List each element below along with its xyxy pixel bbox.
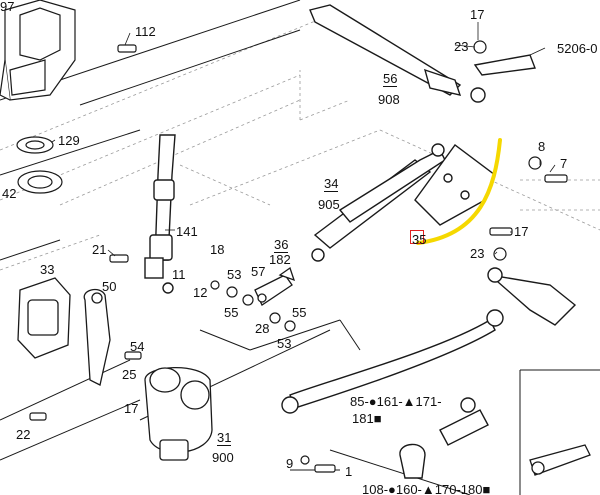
label-108-160-170-180: 108-●160-▲170-180■ xyxy=(362,482,491,495)
label-908: 908 xyxy=(378,92,400,107)
lever-parts xyxy=(254,266,296,306)
label-112: 112 xyxy=(135,24,156,39)
label-1: 1 xyxy=(345,464,353,479)
label-25: 25 xyxy=(122,367,137,382)
label-54: 54 xyxy=(130,339,145,354)
label-17b: 17 xyxy=(470,7,485,22)
label-33: 33 xyxy=(40,262,55,277)
label-55a: 55 xyxy=(224,305,239,320)
label-21: 21 xyxy=(92,242,107,257)
label-97: 97 xyxy=(0,0,15,14)
highlight-box xyxy=(410,230,424,244)
label-7: 7 xyxy=(560,156,568,171)
label-31: 31 xyxy=(217,430,232,446)
label-53a: 53 xyxy=(227,267,242,282)
fan-housing xyxy=(0,0,76,101)
bolts xyxy=(29,40,568,473)
label-900: 900 xyxy=(212,450,234,465)
label-905: 905 xyxy=(318,197,340,212)
label-182: 182 xyxy=(269,252,291,267)
label-181: 181■ xyxy=(352,411,382,426)
label-42: 42 xyxy=(2,186,17,201)
label-8: 8 xyxy=(538,139,546,154)
label-35: 35 xyxy=(412,232,427,247)
label-56: 56 xyxy=(383,71,398,87)
washers xyxy=(210,280,296,332)
label-9: 9 xyxy=(286,456,294,471)
label-53b: 53 xyxy=(277,336,292,351)
gearbox-bracket xyxy=(17,277,111,386)
label-129: 129 xyxy=(58,133,80,148)
label-141: 141 xyxy=(176,224,198,239)
label-22: 22 xyxy=(16,427,31,442)
steering-column xyxy=(144,134,176,294)
highlight-curve xyxy=(416,138,502,245)
drag-link-top xyxy=(309,4,536,103)
label-85-161-171: 85-●161-▲171- xyxy=(350,394,442,409)
label-23b: 23 xyxy=(470,246,485,261)
label-11: 11 xyxy=(172,267,186,282)
label-5206: 5206-0 xyxy=(557,41,598,56)
label-50: 50 xyxy=(102,279,117,294)
label-36: 36 xyxy=(274,237,289,253)
label-28: 28 xyxy=(255,321,270,336)
label-57: 57 xyxy=(251,264,266,279)
tie-rod-end-right xyxy=(529,444,591,476)
steering-gearbox xyxy=(144,366,213,461)
label-12: 12 xyxy=(193,285,208,300)
damper-bracket xyxy=(414,144,496,226)
label-34: 34 xyxy=(324,176,339,192)
leader-lines xyxy=(51,22,556,257)
label-17c: 17 xyxy=(514,224,529,239)
label-23a: 23 xyxy=(454,39,469,54)
tie-rod xyxy=(281,267,577,479)
label-18: 18 xyxy=(210,242,225,257)
label-17a: 17 xyxy=(124,401,139,416)
bracket-parts xyxy=(16,136,63,194)
steering-damper xyxy=(311,143,446,262)
label-55b: 55 xyxy=(292,305,307,320)
